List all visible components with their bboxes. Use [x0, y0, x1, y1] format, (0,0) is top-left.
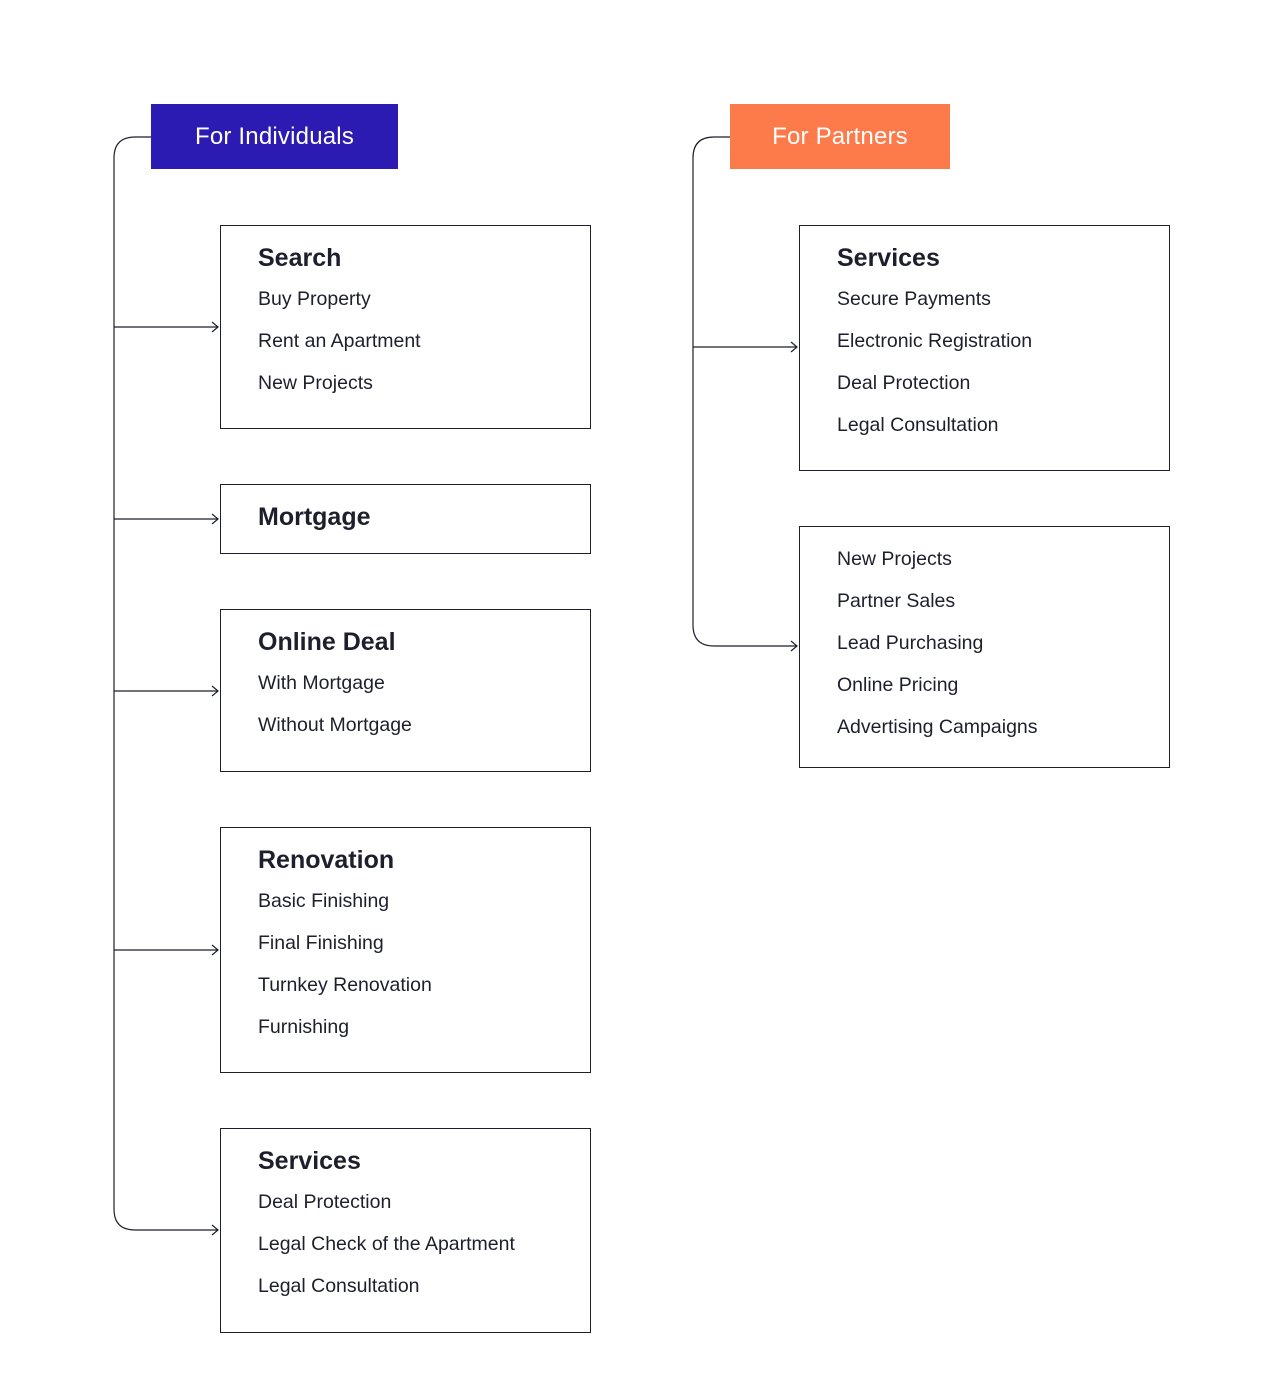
card-mortgage: Mortgage: [220, 484, 591, 554]
card-item: New Projects: [837, 548, 952, 570]
card-item: Advertising Campaigns: [837, 716, 1038, 738]
card-item: Legal Consultation: [837, 414, 999, 436]
card-item: With Mortgage: [258, 672, 385, 694]
card-title: Online Deal: [258, 628, 396, 656]
for-partners-label: For Partners: [772, 122, 908, 150]
card-title: Mortgage: [258, 503, 371, 531]
for-partners-tag: For Partners: [730, 104, 950, 169]
for-individuals-tag: For Individuals: [151, 104, 398, 169]
card-title: Search: [258, 244, 342, 272]
card-item: Legal Check of the Apartment: [258, 1233, 515, 1255]
card-item: Electronic Registration: [837, 330, 1033, 352]
card-title: Services: [837, 244, 940, 272]
card-item: Partner Sales: [837, 590, 956, 612]
card-item: Without Mortgage: [258, 714, 412, 736]
card-item: Lead Purchasing: [837, 632, 984, 654]
card-item: Deal Protection: [258, 1191, 392, 1213]
card-item: New Projects: [258, 372, 373, 394]
card-services-partners: Services Secure Payments Electronic Regi…: [799, 225, 1170, 471]
card-item: Online Pricing: [837, 674, 959, 696]
card-item: Legal Consultation: [258, 1275, 420, 1297]
card-title: Renovation: [258, 846, 395, 874]
partners-connector-trunk: [692, 136, 797, 647]
for-individuals-label: For Individuals: [194, 122, 355, 150]
card-item: Final Finishing: [258, 932, 384, 954]
card-partner-tools: New Projects Partner Sales Lead Purchasi…: [799, 526, 1170, 768]
card-item: Secure Payments: [837, 288, 991, 310]
card-renovation: Renovation Basic Finishing Final Finishi…: [220, 827, 591, 1073]
card-item: Turnkey Renovation: [258, 974, 432, 996]
card-item: Deal Protection: [837, 372, 971, 394]
card-item: Rent an Apartment: [258, 330, 421, 352]
card-item: Furnishing: [258, 1016, 350, 1038]
card-online-deal: Online Deal With Mortgage Without Mortga…: [220, 609, 591, 772]
card-services-individuals: Services Deal Protection Legal Check of …: [220, 1128, 591, 1333]
card-item: Buy Property: [258, 288, 371, 310]
card-item: Basic Finishing: [258, 890, 390, 912]
individuals-connector-trunk: [113, 136, 218, 1231]
card-title: Services: [258, 1147, 361, 1175]
card-search: Search Buy Property Rent an Apartment Ne…: [220, 225, 591, 429]
